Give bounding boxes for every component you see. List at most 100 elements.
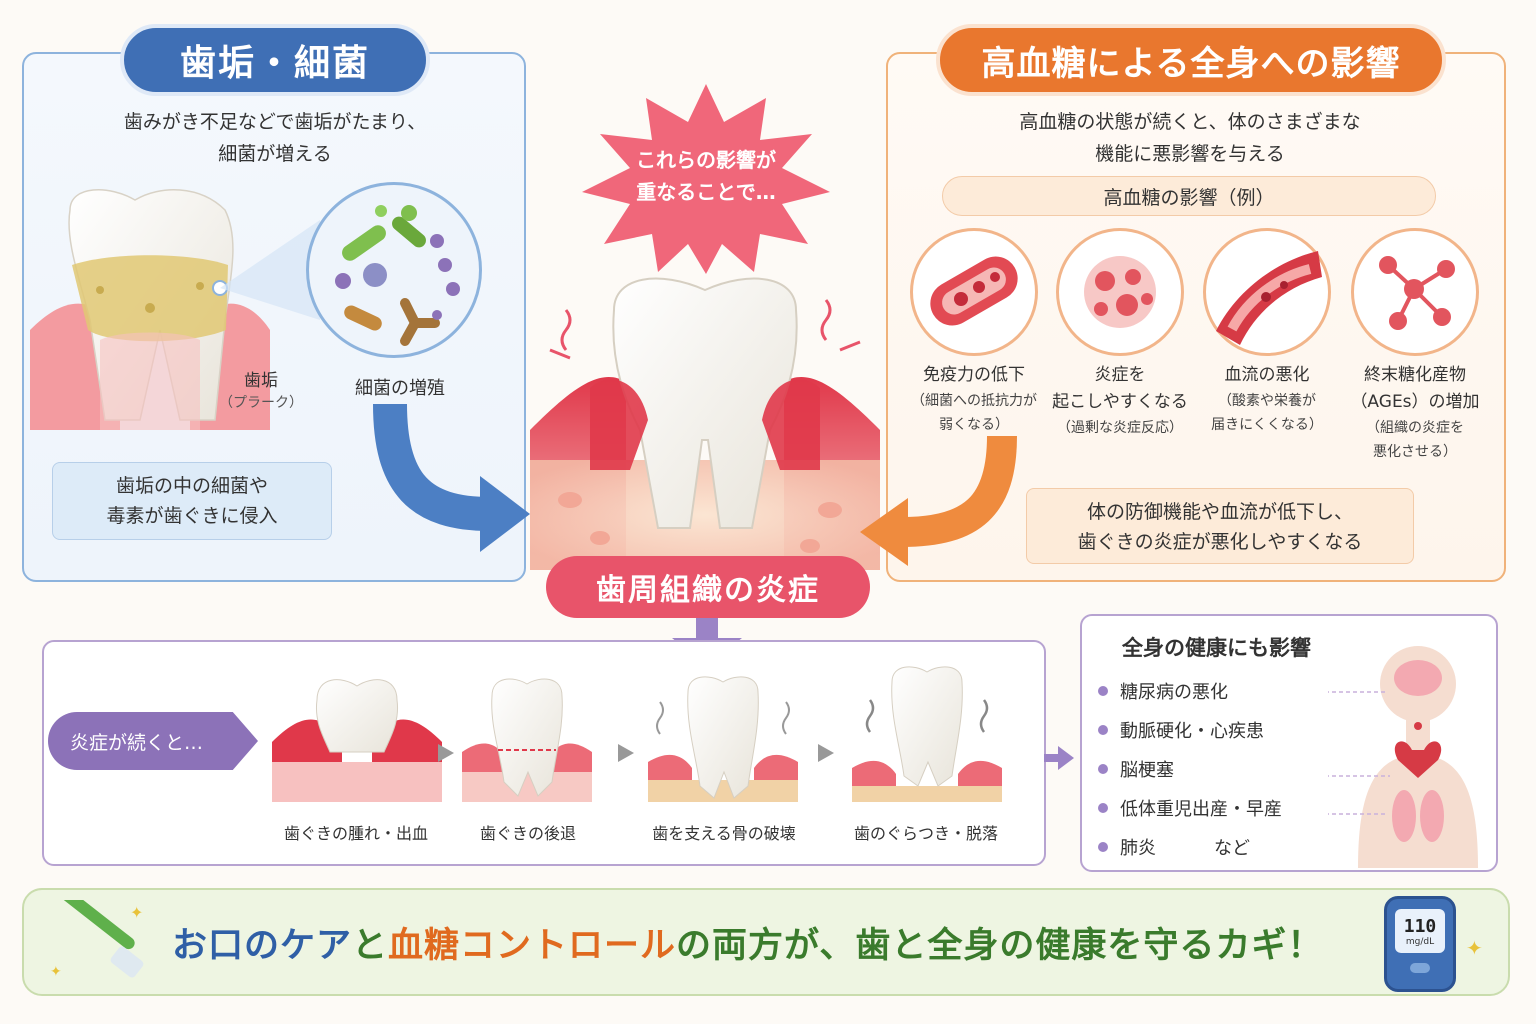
bullet-icon [1098,842,1108,852]
stage-label: 歯ぐきの後退 [479,824,576,843]
effect-title: 起こしやすくなる [1052,392,1188,412]
stage-arrow-icon [438,744,454,762]
effect-title: （AGEs）の増加 [1350,392,1480,412]
stage-bone-loss-illustration [648,676,798,802]
glucose-meter-icon: 110 mg/dL [1384,896,1456,992]
stage-tooth-loss-illustration [852,666,1002,802]
plaque-tooth-illustration [30,189,270,430]
plaque-bacteria-title: 歯垢・細菌 [120,24,430,96]
plaque-description-line: 歯みがき不足などで歯垢がたまり、 [123,111,427,133]
effect-note: （過剰な炎症反応） [1057,420,1183,436]
burst-line: 重なることで… [636,180,776,204]
stage-label: 歯のぐらつき・脱落 [853,824,998,843]
bullet-icon [1098,686,1108,696]
effect-title: 免疫力の低下 [923,365,1025,385]
lung-icon [1392,790,1416,842]
plaque-description: 歯みがき不足などで歯垢がたまり、 細菌が増える [40,106,510,170]
health-item: 低体重児出産・早産 [1098,795,1282,821]
effect-blood-flow: 血流の悪化 （酸素や栄養が 届きにくくなる） [1192,362,1342,437]
high-blood-sugar-title: 高血糖による全身への影響 [936,24,1446,96]
burst-shape [582,84,830,274]
bullet-icon [1098,764,1108,774]
banner-part-oral-care: お口のケア [172,925,353,966]
effect-inflammation: 炎症を 起こしやすくなる （過剰な炎症反応） [1045,362,1195,440]
bullet-icon [1098,725,1108,735]
inflamed-tooth-illustration [530,277,880,570]
health-item: 脳梗塞 [1098,756,1282,782]
molecule-icon [1351,228,1479,356]
inflammation-cells-icon [1056,228,1184,356]
stage-arrow-icon [818,744,834,762]
heart-icon [1394,741,1442,778]
sparkle-icon: ✦ [130,903,143,922]
health-item: 動脈硬化・心疾患 [1098,717,1282,743]
systemic-health-title: 全身の健康にも影響 [1122,636,1311,660]
burst-line: これらの影響が [636,148,776,172]
blood-sugar-callout-line: 体の防御機能や血流が低下し、 [1086,501,1353,523]
toothbrush-icon: ✦ ✦ [50,900,143,980]
sparkle-icon: ✦ [50,964,62,980]
bacteria-label: 細菌の増殖 [355,378,445,399]
effect-title: 終末糖化産物 [1364,365,1466,385]
blood-sugar-callout: 体の防御機能や血流が低下し、 歯ぐきの炎症が悪化しやすくなる [1026,488,1414,564]
effect-immunity: 免疫力の低下 （細菌への抵抗力が 弱くなる） [899,362,1049,437]
banner-message: お口のケア と 血糖コントロール の両方が、歯と全身の健康を守るカギ！ [172,912,1372,972]
plaque-callout-line: 毒素が歯ぐきに侵入 [106,505,278,527]
bottom-banner [22,888,1510,996]
health-item: 糖尿病の悪化 [1098,678,1282,704]
plaque-label: 歯垢 [244,371,278,391]
effect-note: 悪化させる） [1373,444,1457,460]
stage-arrow-icon [618,744,634,762]
meter-button [1410,963,1430,973]
bacteria-icon [335,205,460,346]
plaque-note: （プラーク） [219,395,303,411]
meter-value: 110 [1403,915,1437,937]
bullet-icon [1098,803,1108,813]
meter-unit: mg/dL [1405,936,1435,947]
banner-part-conclusion: の両方が、歯と全身の健康を守るカギ！ [676,925,1324,966]
health-etc: など [1214,838,1250,859]
bacteria-magnifier [306,182,482,358]
plaque-callout: 歯垢の中の細菌や 毒素が歯ぐきに侵入 [52,462,332,540]
high-blood-sugar-description: 高血糖の状態が続くと、体のさまざまな 機能に悪影響を与える [930,106,1450,170]
burst-text: これらの影響が 重なることで… [606,144,806,208]
effect-note: 届きにくくなる） [1211,417,1323,433]
plaque-description-line: 細菌が増える [218,143,332,165]
to-health-arrow-icon [1044,746,1074,770]
health-item-label: 糖尿病の悪化 [1120,682,1228,703]
sparkle-icon: ✦ [1466,936,1483,960]
high-blood-sugar-description-line: 高血糖の状態が続くと、体のさまざまな [1019,111,1361,133]
effects-subheader: 高血糖の影響（例） [942,176,1436,216]
human-body-icon [1328,646,1478,868]
magnifier-connector [220,220,320,320]
brain-icon [1394,660,1442,696]
health-list: 糖尿病の悪化 動脈硬化・心疾患 脳梗塞 低体重児出産・早産 肺炎 など [1098,678,1282,860]
effect-ages: 終末糖化産物 （AGEs）の増加 （組織の炎症を 悪化させる） [1340,362,1490,464]
periodontal-inflammation-label: 歯周組織の炎症 [546,556,870,618]
blood-sugar-callout-line: 歯ぐきの炎症が悪化しやすくなる [1077,531,1363,553]
blood-vessel-immunity-icon [910,228,1038,356]
progression-tag: 炎症が続くと… [48,712,258,770]
effect-note: （酸素や栄養が [1218,393,1316,409]
stage-recession-illustration [462,678,592,802]
effect-note: （細菌への抵抗力が [911,393,1037,409]
blood-vessel-flow-icon [1203,228,1331,356]
health-item-label: 脳梗塞 [1120,760,1174,781]
health-item-label: 動脈硬化・心疾患 [1120,721,1264,742]
effect-note: 弱くなる） [939,417,1009,433]
stage-label: 歯を支える骨の破壊 [652,824,796,843]
banner-part-glucose-control: 血糖コントロール [388,925,677,966]
effect-note: （組織の炎症を [1366,420,1464,436]
banner-part-and: と [352,925,389,966]
stage-label: 歯ぐきの腫れ・出血 [283,824,428,843]
health-item: 肺炎 など [1098,834,1282,860]
effect-title: 血流の悪化 [1224,365,1310,385]
effect-title: 炎症を [1094,365,1146,385]
health-item-label: 肺炎 [1120,838,1156,859]
stage-swelling-illustration [272,679,442,802]
plaque-callout-line: 歯垢の中の細菌や [115,475,268,497]
meter-screen: 110 mg/dL [1395,909,1445,953]
lung-icon [1420,790,1444,842]
blood-sugar-to-inflammation-arrow [860,436,1017,566]
plaque-to-inflammation-arrow [373,404,530,552]
